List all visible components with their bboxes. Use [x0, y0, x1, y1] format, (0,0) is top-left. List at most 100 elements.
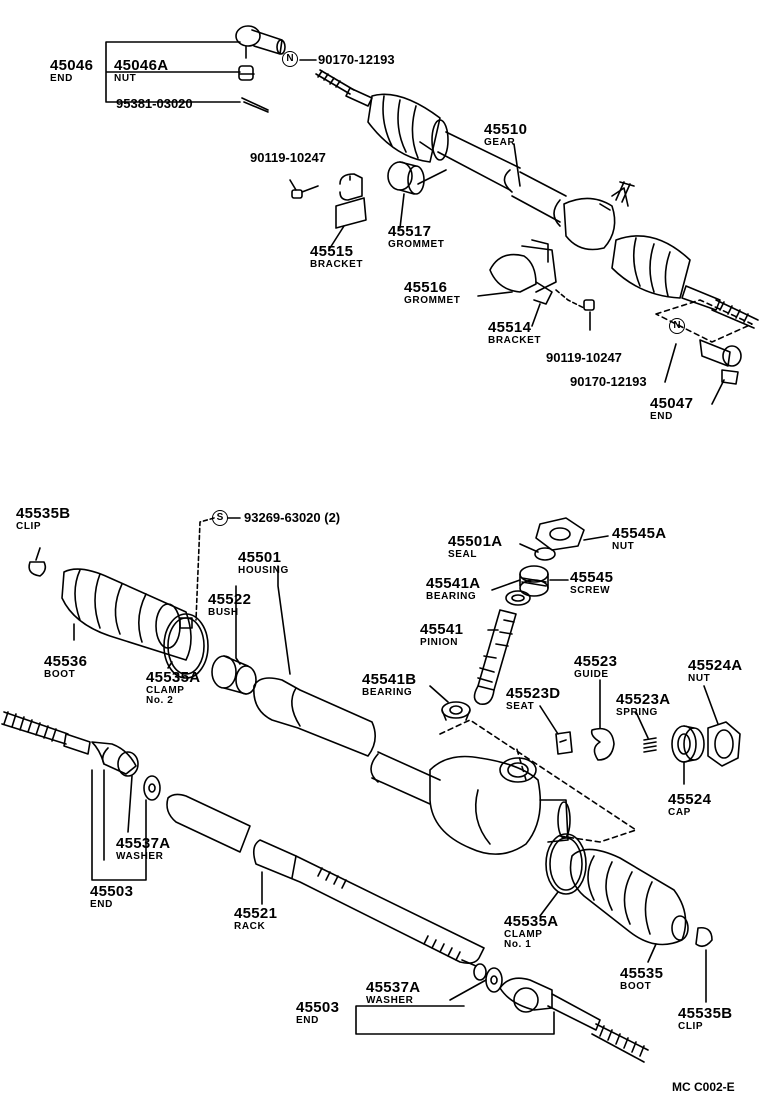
inner-end-right-part	[499, 977, 553, 1013]
part-name: SCREW	[570, 585, 611, 596]
boot-right-part	[569, 848, 689, 946]
part-number: 45517	[388, 223, 432, 240]
part-name: BRACKET	[310, 259, 364, 270]
part-number: 45501A	[448, 533, 503, 550]
label-45517: 45517 GROMMET	[388, 224, 444, 250]
part-name: PINION	[420, 637, 459, 648]
label-45522: 45522 BUSH	[208, 592, 251, 618]
washer-left-part	[143, 775, 161, 801]
boot-left-top	[367, 93, 449, 163]
part-number: 45521	[234, 905, 278, 922]
part-number: 45541A	[426, 575, 481, 592]
label-45524A: 45524A NUT	[688, 658, 742, 684]
part-name: HOUSING	[238, 565, 289, 576]
seal-part	[534, 547, 556, 561]
label-45521: 45521 RACK	[234, 906, 277, 932]
part-number: 45523	[574, 653, 618, 670]
part-number: 45535A	[504, 913, 559, 930]
label-45535A-no2: 45535A CLAMP No. 2	[146, 670, 200, 706]
part-number: 45515	[310, 243, 354, 260]
clamp-no2-part	[163, 613, 209, 679]
gear-housing-top	[437, 131, 635, 251]
label-45516: 45516 GROMMET	[404, 280, 460, 306]
part-number: 45503	[90, 883, 134, 900]
clamp-no1-part	[545, 833, 587, 895]
label-90170-12193-right: 90170-12193	[570, 374, 647, 389]
part-name: WASHER	[116, 851, 164, 862]
part-number: 45535B	[16, 505, 71, 522]
cap-nut-part	[707, 721, 741, 767]
part-name: NUT	[688, 673, 711, 684]
bearing-lower-part	[441, 701, 471, 721]
label-93269-63020: 93269-63020 (2)	[244, 510, 341, 525]
label-95381-03020: 95381-03020	[116, 96, 193, 111]
part-sub: No. 1	[504, 939, 532, 950]
part-number: 45535B	[678, 1005, 733, 1022]
seat-part	[555, 731, 573, 755]
part-number: 45046A	[114, 57, 169, 74]
label-45524: 45524 CAP	[668, 792, 711, 818]
inner-end-left-part	[91, 741, 139, 777]
bolt-right-part	[583, 299, 595, 311]
badge-n-left: N	[282, 51, 298, 67]
cotter-pin-part	[241, 97, 269, 113]
dash-pinion-box	[439, 719, 637, 843]
castle-nut-part	[238, 65, 254, 81]
dash-bracket-bolt	[555, 289, 585, 309]
part-name: GUIDE	[574, 669, 609, 680]
part-sub: No. 2	[146, 695, 174, 706]
label-45501: 45501 HOUSING	[238, 550, 289, 576]
spring-part	[643, 737, 657, 753]
part-name: BOOT	[620, 981, 652, 992]
part-name: BEARING	[426, 591, 477, 602]
label-45541B: 45541B BEARING	[362, 672, 416, 698]
part-number: 45524	[668, 791, 712, 808]
part-name: BOOT	[44, 669, 76, 680]
part-name: CLAMP	[146, 685, 185, 696]
label-45537A-left: 45537A WASHER	[116, 836, 170, 862]
part-number: 45535A	[146, 669, 201, 686]
part-number: 45541B	[362, 671, 417, 688]
tie-rod-right-thread	[547, 993, 649, 1063]
label-45535: 45535 BOOT	[620, 966, 663, 992]
part-name: END	[650, 411, 673, 422]
part-name: CAP	[668, 807, 691, 818]
label-45545A: 45545A NUT	[612, 526, 666, 552]
label-45047: 45047 END	[650, 396, 693, 422]
part-name: CLAMP	[504, 929, 543, 940]
label-45523: 45523 GUIDE	[574, 654, 617, 680]
part-number: 45503	[296, 999, 340, 1016]
part-name: CLIP	[16, 521, 42, 532]
label-45537A-right: 45537A WASHER	[366, 980, 420, 1006]
part-name: GROMMET	[404, 295, 461, 306]
label-45515: 45515 BRACKET	[310, 244, 363, 270]
part-number: 45514	[488, 319, 532, 336]
clip-left-part	[28, 547, 47, 577]
label-45545: 45545 SCREW	[570, 570, 613, 596]
part-name: SPRING	[616, 707, 658, 718]
label-45541A: 45541A BEARING	[426, 576, 480, 602]
part-name: GROMMET	[388, 239, 445, 250]
part-name: GEAR	[484, 137, 516, 148]
part-name: BEARING	[362, 687, 413, 698]
label-45046A: 45046A NUT	[114, 58, 168, 84]
label-90170-12193-left: 90170-12193	[318, 52, 395, 67]
part-name: END	[90, 899, 113, 910]
label-45523D: 45523D SEAT	[506, 686, 560, 712]
tie-rod-end-left-part	[235, 25, 286, 59]
pinion-part	[473, 609, 517, 706]
part-name: WASHER	[366, 995, 414, 1006]
label-45523A: 45523A SPRING	[616, 692, 670, 718]
label-45514: 45514 BRACKET	[488, 320, 541, 346]
part-name: END	[296, 1015, 319, 1026]
part-number: 45537A	[366, 979, 421, 996]
part-number: 45523A	[616, 691, 671, 708]
bearing-upper-part	[505, 590, 531, 606]
bolt-left-part	[291, 185, 319, 199]
part-name: END	[50, 73, 73, 84]
group-bracket-45046	[105, 41, 241, 103]
part-number: 45535	[620, 965, 664, 982]
part-number: 45524A	[688, 657, 743, 674]
part-number: 45523D	[506, 685, 561, 702]
